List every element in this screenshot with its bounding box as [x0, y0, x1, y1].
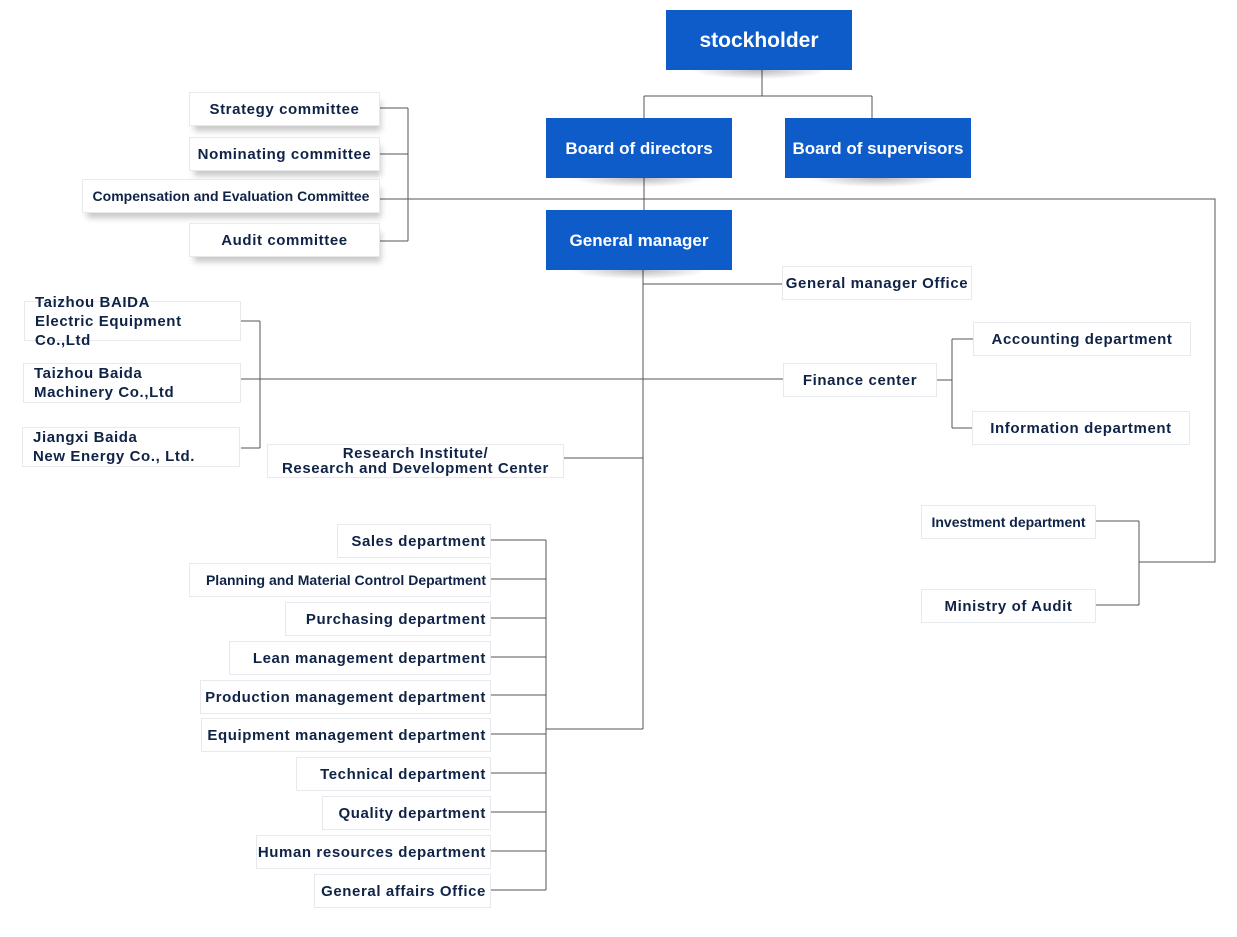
department-label: Technical department [320, 765, 486, 783]
investment-department-box: Investment department [921, 505, 1096, 539]
department-label: Purchasing department [305, 610, 486, 628]
general-manager-label: General manager [569, 230, 709, 250]
department-label: Equipment management department [207, 726, 486, 744]
ministry-of-audit-label: Ministry of Audit [944, 597, 1073, 615]
research-line2: Research and Development Center [281, 460, 549, 477]
committee-box: Compensation and Evaluation Committee [82, 179, 380, 213]
department-box: Technical department [296, 757, 491, 791]
investment-department-label: Investment department [931, 513, 1086, 530]
subsidiary-name-line1: Taizhou Baida [34, 365, 143, 382]
information-department-box: Information department [972, 411, 1190, 445]
board-of-directors-box: Board of directors [546, 118, 732, 187]
department-box: Lean management department [229, 641, 491, 675]
information-department-label: Information department [990, 419, 1172, 437]
department-label: General affairs Office [321, 882, 486, 900]
department-box: Quality department [322, 796, 491, 830]
department-box: Human resources department [256, 835, 491, 869]
connector [380, 198, 1216, 563]
subsidiary-name-line2: Electric Equipment Co.,Ltd [35, 312, 182, 349]
subsidiary-box: Taizhou BAIDA Electric Equipment Co.,Ltd [24, 294, 241, 349]
board-of-supervisors-label: Board of supervisors [792, 138, 964, 158]
department-box: Planning and Material Control Department [189, 563, 491, 597]
stockholder-label: stockholder [699, 28, 819, 52]
committee-label: Strategy committee [209, 100, 360, 118]
committee-box: Nominating committee [189, 137, 380, 171]
department-box: Sales department [337, 524, 491, 558]
department-label: Sales department [351, 532, 486, 550]
finance-center-box: Finance center [783, 363, 937, 397]
ministry-of-audit-box: Ministry of Audit [921, 589, 1096, 623]
general-manager-box: General manager [546, 210, 732, 279]
department-label: Lean management department [252, 649, 486, 667]
research-center-box: Research Institute/ Research and Develop… [267, 444, 564, 478]
department-label: Production management department [205, 688, 486, 706]
subsidiary-name-line2: Machinery Co.,Ltd [34, 384, 175, 401]
subsidiary-name-line1: Taizhou BAIDA [35, 293, 151, 311]
department-label: Planning and Material Control Department [205, 571, 486, 588]
department-box: Production management department [200, 680, 491, 714]
department-box: General affairs Office [314, 874, 491, 908]
department-box: Equipment management department [201, 718, 491, 752]
subsidiary-name-line1: Jiangxi Baida [33, 429, 138, 446]
general-manager-office-box: General manager Office [782, 266, 972, 300]
committee-box: Strategy committee [189, 92, 380, 126]
committee-box: Audit committee [189, 223, 380, 257]
department-label: Human resources department [257, 843, 486, 861]
accounting-department-label: Accounting department [991, 330, 1173, 348]
subsidiary-box: Taizhou Baida Machinery Co.,Ltd [23, 363, 241, 403]
department-label: Quality department [338, 804, 486, 822]
committee-label: Nominating committee [197, 145, 372, 163]
board-of-supervisors-box: Board of supervisors [785, 118, 971, 187]
general-manager-office-label: General manager Office [785, 274, 969, 292]
committee-label: Compensation and Evaluation Committee [92, 187, 370, 204]
research-line1: Research Institute/ [342, 445, 489, 462]
board-of-directors-label: Board of directors [565, 138, 713, 158]
stockholder-box: stockholder [666, 10, 852, 79]
subsidiary-name-line2: New Energy Co., Ltd. [33, 448, 196, 465]
committee-label: Audit committee [221, 231, 348, 249]
department-box: Purchasing department [285, 602, 491, 636]
finance-center-label: Finance center [802, 371, 918, 389]
subsidiary-box: Jiangxi Baida New Energy Co., Ltd. [22, 427, 240, 467]
accounting-department-box: Accounting department [973, 322, 1191, 356]
